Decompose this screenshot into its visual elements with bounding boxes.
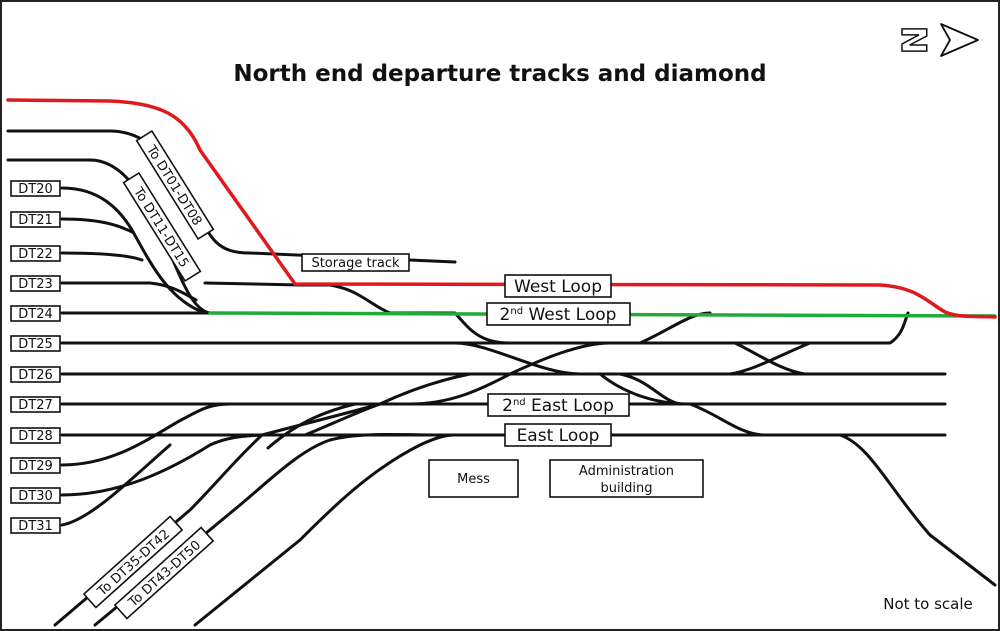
track-dt43-line	[93, 432, 447, 627]
svg-text:DT27: DT27	[18, 398, 53, 413]
track-dt23-ext	[203, 281, 302, 287]
storage-track-label: Storage track	[301, 253, 410, 272]
svg-text:Mess: Mess	[457, 472, 490, 487]
track-labels: DT20 DT21 DT22 DT23 DT24 DT25 DT26 DT27 …	[10, 180, 61, 534]
track-label-dt28: DT28	[10, 427, 61, 444]
svg-text:DT30: DT30	[18, 489, 53, 504]
track-label-dt27: DT27	[10, 396, 61, 413]
mess-building: Mess	[428, 459, 519, 498]
track-label-dt22: DT22	[10, 245, 61, 262]
svg-text:2nd East Loop: 2nd East Loop	[502, 396, 614, 416]
svg-text:DT23: DT23	[18, 277, 53, 292]
diamond-d	[598, 372, 767, 437]
west-loop-label: West Loop	[504, 274, 612, 298]
north-arrow-icon: N	[892, 23, 979, 57]
svg-text:DT26: DT26	[18, 368, 53, 383]
track-dt35-link	[266, 402, 357, 450]
svg-text:DT28: DT28	[18, 429, 53, 444]
track-label-dt30: DT30	[10, 487, 61, 504]
diamond-b	[408, 341, 612, 406]
track-dt43-link	[193, 433, 457, 627]
svg-text:DT24: DT24	[18, 307, 53, 322]
svg-text:2nd West Loop: 2nd West Loop	[500, 305, 617, 325]
svg-text:DT22: DT22	[18, 247, 53, 262]
not-to-scale-note: Not to scale	[883, 595, 973, 613]
track-dt30	[60, 433, 264, 497]
svg-text:building: building	[600, 481, 652, 496]
track-label-dt20: DT20	[10, 180, 61, 197]
track-dt23	[60, 281, 198, 302]
north-pointer	[940, 23, 979, 57]
svg-text:DT29: DT29	[18, 459, 53, 474]
svg-text:DT25: DT25	[18, 337, 53, 352]
track-dt35-line	[53, 402, 382, 627]
diamond-a	[453, 341, 682, 406]
svg-text:East Loop: East Loop	[517, 426, 600, 446]
svg-text:Storage track: Storage track	[311, 256, 400, 271]
west-loop-line	[6, 98, 997, 319]
track-label-dt26: DT26	[10, 366, 61, 383]
track-label-dt31: DT31	[10, 517, 61, 534]
svg-text:DT21: DT21	[18, 213, 53, 228]
track-dt29	[60, 402, 232, 467]
diamond-g	[728, 341, 812, 376]
track-dt31	[60, 443, 172, 527]
track-label-dt23: DT23	[10, 275, 61, 292]
track-dt20	[60, 186, 207, 315]
track-label-dt21: DT21	[10, 211, 61, 228]
track-dt21	[60, 217, 134, 234]
track-label-dt29: DT29	[10, 457, 61, 474]
second-east-loop-label: 2nd East Loop	[487, 393, 630, 417]
svg-text:West Loop: West Loop	[514, 277, 602, 297]
diamond-c	[638, 311, 712, 345]
diagram-title: North end departure tracks and diamond	[233, 61, 766, 87]
svg-text:Administration: Administration	[579, 464, 674, 479]
track-label-dt25: DT25	[10, 335, 61, 352]
svg-text:DT31: DT31	[18, 519, 53, 534]
administration-building: Administration building	[549, 459, 704, 498]
svg-text:DT20: DT20	[18, 182, 53, 197]
track-label-dt24: DT24	[10, 305, 61, 322]
north-letter: N	[893, 26, 933, 54]
track-east-exit	[838, 433, 997, 587]
second-west-loop-label: 2nd West Loop	[486, 302, 631, 326]
east-loop-label: East Loop	[504, 423, 612, 447]
track-dt22	[60, 251, 144, 262]
